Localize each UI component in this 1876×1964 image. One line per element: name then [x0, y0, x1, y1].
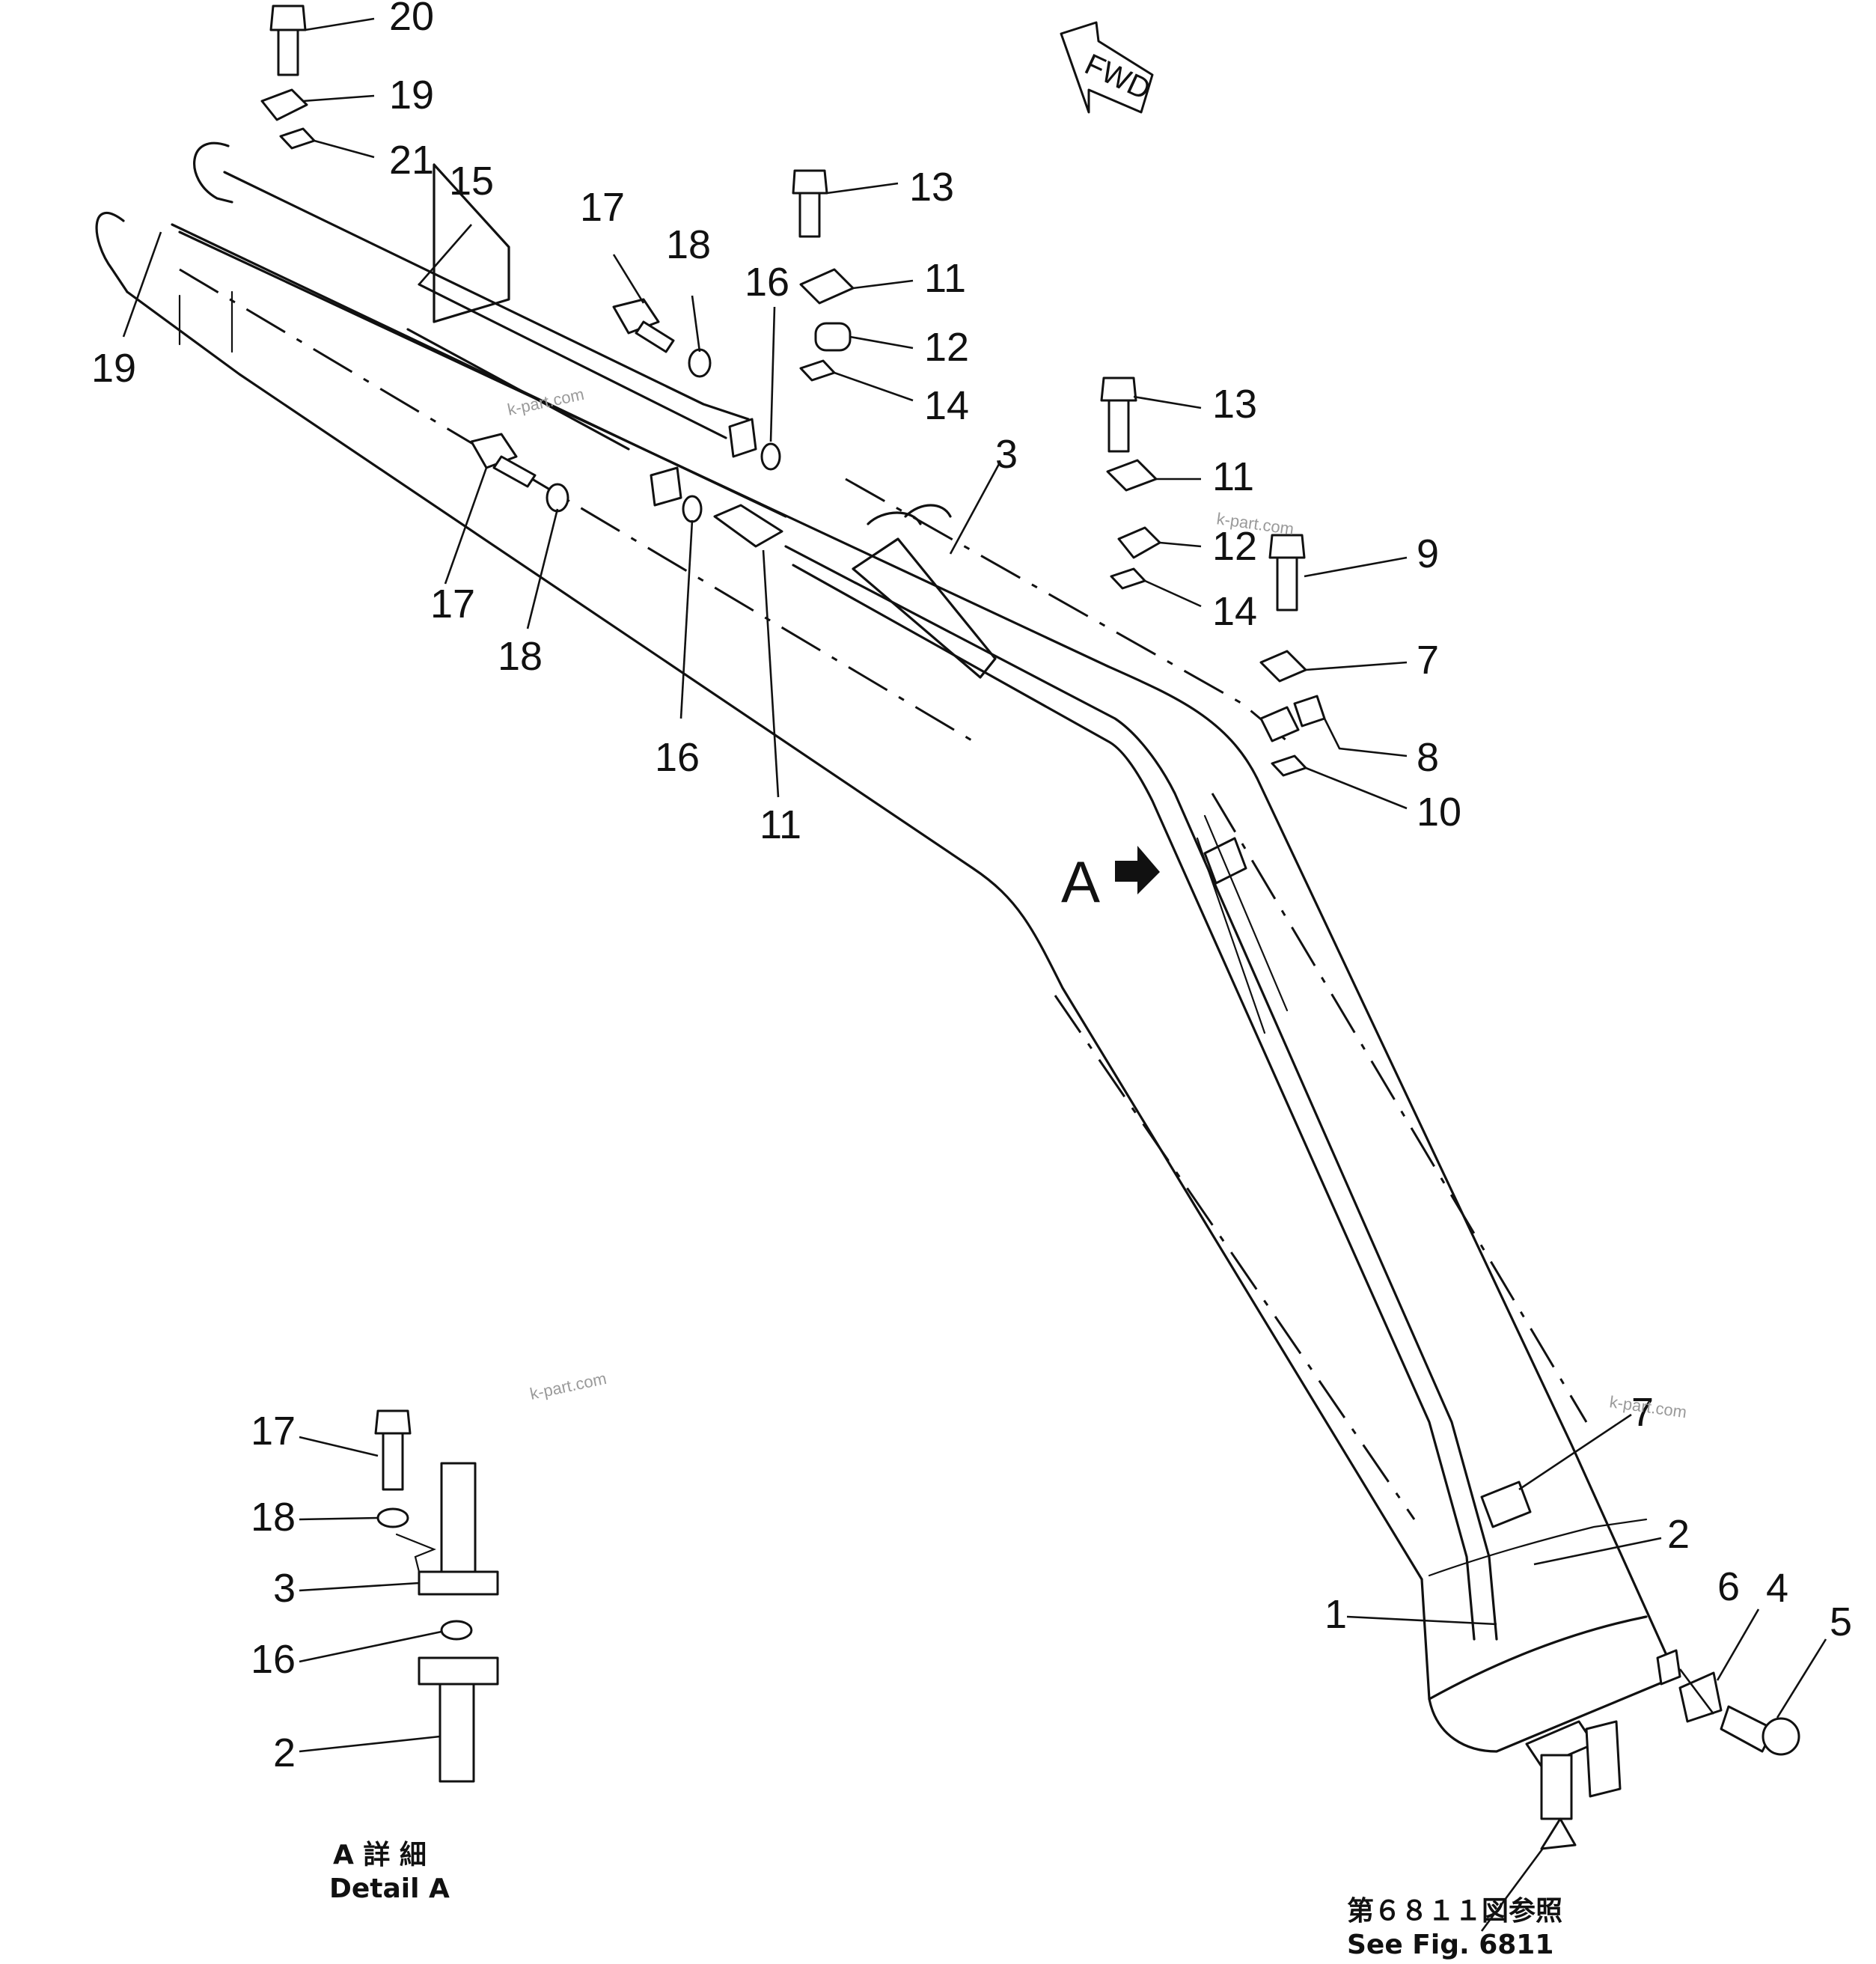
- detail-caption-en: Detail A: [329, 1873, 450, 1904]
- callout-21: 21: [389, 138, 434, 183]
- detail-a-inset: [374, 1409, 499, 1783]
- clamp-11-right: [1106, 459, 1158, 492]
- washer-18-lower: [546, 483, 569, 513]
- bolt-17-lower: [470, 433, 537, 488]
- callout-16-upper: 16: [745, 260, 789, 305]
- flange-upper: [728, 418, 757, 458]
- callout-18-upper: 18: [666, 222, 711, 267]
- view-a-label: A: [1061, 849, 1100, 915]
- bolt-20: [269, 4, 307, 76]
- callout-13-right: 13: [1212, 382, 1257, 427]
- oring-16-lower: [682, 495, 703, 523]
- flange-lower: [650, 466, 682, 507]
- callout-10: 10: [1417, 790, 1461, 835]
- clamp-7-upper: [1259, 650, 1307, 683]
- forward-arrow-icon: FWD: [1060, 21, 1155, 114]
- clamp-12-right: [1117, 526, 1161, 559]
- callout-7-upper: 7: [1417, 638, 1439, 683]
- callout-8: 8: [1417, 735, 1439, 780]
- callout-11-right: 11: [1212, 454, 1254, 499]
- callout-12-right: 12: [1212, 524, 1257, 569]
- bolt-5: [1720, 1705, 1800, 1756]
- plate-14-upper: [799, 359, 836, 382]
- callout-5: 5: [1830, 1599, 1852, 1644]
- clamp-19-top: [260, 88, 308, 121]
- oring-16-upper: [760, 442, 781, 471]
- callout-15: 15: [449, 159, 494, 204]
- plate-10: [1271, 754, 1307, 777]
- view-a-marker: A: [1061, 846, 1160, 915]
- callout-6: 6: [1717, 1564, 1740, 1609]
- clamp-7-lower: [1480, 1480, 1532, 1528]
- callout-13-upper: 13: [909, 165, 954, 210]
- callout-19-top: 19: [389, 73, 434, 118]
- callout-4: 4: [1766, 1566, 1788, 1611]
- bolt-17-upper: [612, 298, 675, 353]
- callout-14-right: 14: [1212, 589, 1257, 634]
- plate-14-right: [1110, 567, 1146, 590]
- callout-11-lower: 11: [760, 802, 801, 847]
- callout-9: 9: [1417, 531, 1439, 576]
- callout-14-upper: 14: [924, 383, 969, 428]
- reference-arrow-icon: [1540, 1817, 1577, 1850]
- callout-18-detail: 18: [251, 1495, 296, 1540]
- callout-17-lower: 17: [430, 582, 475, 626]
- bolt-13-upper: [792, 169, 828, 238]
- reference-caption-jp: 第６８１１図参照: [1347, 1896, 1562, 1927]
- view-a-arrow-icon: [1115, 846, 1160, 894]
- leader-lines: [122, 17, 1827, 1932]
- callout-12-upper: 12: [924, 325, 969, 370]
- boom-outline: [95, 141, 1678, 1753]
- callout-2-detail: 2: [273, 1730, 296, 1775]
- callout-20: 20: [389, 0, 434, 39]
- plate-6: [1656, 1649, 1681, 1686]
- callout-16-lower: 16: [655, 735, 700, 780]
- clamp-11-upper: [799, 268, 855, 305]
- callout-16-detail: 16: [251, 1637, 296, 1682]
- detail-caption-jp: A 詳 細: [333, 1840, 427, 1870]
- plate-21: [279, 127, 316, 150]
- clamp-8: [1259, 695, 1326, 742]
- reference-caption-en: See Fig. 6811: [1347, 1930, 1553, 1960]
- bolt-9: [1268, 534, 1306, 612]
- callout-19-left: 19: [91, 346, 136, 391]
- callout-7-lower: 7: [1631, 1390, 1654, 1435]
- callout-1: 1: [1324, 1592, 1347, 1637]
- flange-ports: [1525, 1720, 1622, 1820]
- clamp-12-upper: [814, 322, 852, 352]
- washer-18-upper: [688, 348, 712, 378]
- callout-2: 2: [1667, 1512, 1690, 1557]
- callout-18-lower: 18: [498, 634, 543, 679]
- callout-17-upper: 17: [580, 185, 625, 230]
- callout-17-detail: 17: [251, 1409, 296, 1454]
- callout-3-detail: 3: [273, 1566, 296, 1611]
- clamp-11-lower: [713, 504, 783, 548]
- callout-11-upper: 11: [924, 256, 966, 301]
- bolt-13-right: [1100, 376, 1137, 453]
- callout-labels: 20 19 21 15 19 17 18 16 13 11 12 14 3 17…: [91, 0, 1852, 1775]
- tube-assembly: [171, 163, 1498, 1641]
- watermark-3: k-part.com: [528, 1369, 608, 1403]
- callout-3: 3: [995, 432, 1018, 477]
